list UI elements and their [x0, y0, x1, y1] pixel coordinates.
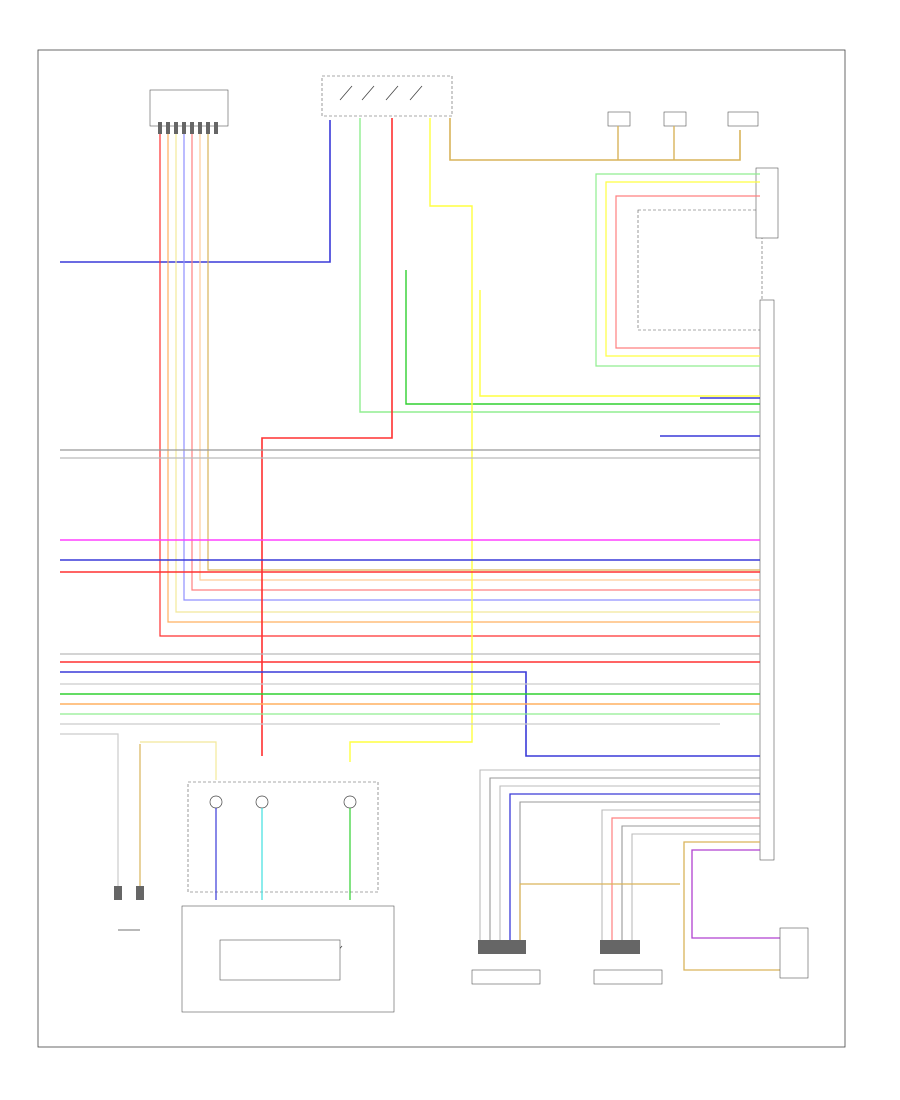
- wire-yellow2: [479, 290, 760, 397]
- bottom-center-switch-box: [181, 905, 395, 1013]
- wire-pink-vertical: [191, 134, 760, 591]
- wire-orange-vertical: [167, 134, 760, 623]
- wire-green2-from-switch: [405, 270, 760, 405]
- right-module-upper: [637, 167, 779, 331]
- wire-lightgreen-right: [595, 173, 760, 367]
- wire-bundle-b-2: [611, 817, 760, 940]
- wire-yellow-right: [605, 181, 760, 357]
- diagram-frame: [37, 49, 846, 1048]
- top-right-sensor-1: [607, 111, 631, 127]
- bottom-sensor-b: [593, 940, 663, 985]
- wire-tan-vertical: [199, 134, 760, 581]
- wire-bundle-a-3: [499, 785, 760, 940]
- wire-bundle-a-1: [479, 769, 760, 940]
- wire-green-from-switch: [359, 118, 760, 413]
- wire-red-vertical: [159, 134, 760, 637]
- right-module-lower: [759, 299, 775, 861]
- wire-tan-right-sensor: [683, 841, 780, 971]
- wire-lightyellow-solenoid: [140, 741, 217, 780]
- wire-yellow-from-switch: [349, 118, 473, 762]
- bottom-sensor-a: [471, 940, 541, 985]
- wire-tan-bundle-join: [519, 883, 680, 940]
- wire-gold-vertical: [207, 134, 760, 571]
- wire-bundle-b-4: [631, 833, 760, 940]
- wire-violet-right-sensor: [691, 849, 780, 939]
- wire-bundle-a-5: [519, 801, 760, 940]
- top-right-sensor-2: [663, 111, 687, 127]
- wire-pink-right: [615, 195, 760, 349]
- bottom-left-ground: [114, 886, 144, 931]
- bottom-center-solenoids: [187, 781, 379, 900]
- wire-tan-top-bus: [449, 118, 741, 161]
- wire-bundle-b-3: [621, 825, 760, 940]
- top-left-connector: [149, 89, 229, 134]
- wire-red-from-switch: [261, 118, 393, 756]
- wire-blue-vertical: [183, 134, 760, 601]
- wire-blue-left: [60, 120, 331, 263]
- top-right-sensor-3: [727, 111, 759, 127]
- wire-bundle-a-4: [509, 793, 760, 940]
- wire-bundle-b-1: [601, 809, 760, 940]
- wire-yellow-vertical: [175, 134, 760, 613]
- top-center-switch: [321, 75, 453, 117]
- bottom-right-sensor: [779, 927, 809, 979]
- wire-gray-to-ground: [60, 733, 119, 900]
- wire-bundle-a-2: [489, 777, 760, 940]
